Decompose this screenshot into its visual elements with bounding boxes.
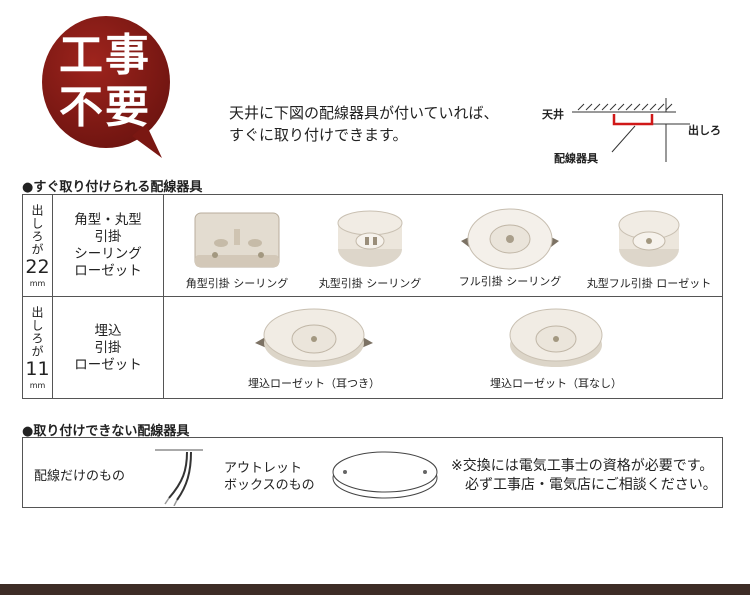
outlet-label-line-1: アウトレット [224, 461, 303, 476]
intro-line-1: 天井に下図の配線器具が付いていれば、 [229, 104, 499, 122]
wire-only-label: 配線だけのもの [34, 469, 126, 484]
offset-unit: mm [29, 278, 46, 288]
offset-label: 出しろが [30, 306, 44, 358]
round-full-rosette-icon [618, 210, 680, 267]
badge-line-1: 工事 [59, 30, 151, 81]
full-ceiling-fixture-icon [461, 208, 559, 270]
speech-bubble-shape [42, 16, 170, 158]
intro-line-2: すぐに取り付けできます。 [229, 126, 408, 144]
fixture-caption: 丸型引掛 シーリング [318, 277, 422, 290]
type-line: シーリング [74, 245, 142, 262]
electrician-notice: ※交換には電気工事士の資格が必要です。 必ず工事店・電気店にご相談ください。 [451, 457, 717, 495]
outlet-box-icon [332, 451, 438, 499]
fixture-caption: 角型引掛 シーリング [185, 277, 289, 290]
offset-value: 22 [25, 255, 50, 278]
square-ceiling-fixture-item: 角型引掛 シーリング [186, 209, 288, 290]
fixture-type-cell: 角型・丸型 引掛 シーリング ローゼット [53, 195, 164, 296]
square-ceiling-fixture-icon [194, 212, 280, 268]
full-ceiling-fixture-item: フル引掛 シーリング [455, 203, 565, 288]
offset-11mm-cell: 出しろが 11 mm [23, 297, 53, 399]
embedded-rosette-no-ears-icon [509, 308, 603, 367]
diagram-fixture-label: 配線器具 [554, 152, 598, 165]
type-line: 引掛 [94, 228, 122, 245]
outlet-label-line-2: ボックスのもの [224, 478, 315, 493]
construction-not-required-badge: 工事 不要 [40, 8, 180, 158]
badge-line-2: 不要 [59, 82, 151, 133]
notice-line-1: ※交換には電気工事士の資格が必要です。 [451, 458, 714, 474]
embedded-rosette-with-ears-item: 埋込ローゼット（耳つき） [248, 301, 380, 390]
fixture-caption: 埋込ローゼット（耳なし） [490, 377, 622, 390]
embedded-rosette-no-ears-item: 埋込ローゼット（耳なし） [490, 301, 622, 390]
footer-bar [0, 584, 750, 595]
offset-diagram: 天井 出しろ 配線器具 [540, 90, 740, 170]
offset-label: 出しろが [30, 203, 44, 256]
offset-diagram-drawing [572, 98, 690, 162]
type-line: 引掛 [94, 339, 122, 356]
intro-text: 天井に下図の配線器具が付いていれば、 すぐに取り付けできます。 [229, 102, 499, 146]
fixture-caption: 丸型フル引掛 ローゼット [586, 277, 712, 290]
offset-unit: mm [29, 381, 46, 390]
fixture-caption: フル引掛 シーリング [458, 275, 562, 288]
table-row-11mm: 出しろが 11 mm 埋込 引掛 ローゼット 埋込ローゼット（耳つき） [23, 297, 722, 399]
round-ceiling-fixture-icon [337, 210, 403, 267]
not-installable-box: 配線だけのもの アウトレット ボックスのもの ※交換には電気工事士の資格が必要で… [22, 437, 723, 508]
type-line: ローゼット [74, 356, 142, 373]
offset-value: 11 [25, 358, 50, 380]
embedded-rosette-with-ears-icon [255, 308, 373, 367]
notice-line-2: 必ず工事店・電気店にご相談ください。 [465, 477, 717, 493]
section-not-installable-title: ●取り付けできない配線器具 [22, 424, 190, 439]
table-row-22mm: 出しろが 22 mm 角型・丸型 引掛 シーリング ローゼット 角型引掛 シーリ… [23, 195, 722, 297]
bare-wire-icon [155, 449, 203, 506]
diagram-ceiling-label: 天井 [542, 108, 564, 121]
fixture-caption: 埋込ローゼット（耳つき） [248, 377, 380, 390]
type-line: 埋込 [94, 322, 122, 339]
round-full-rosette-item: 丸型フル引掛 ローゼット [587, 205, 711, 290]
outlet-box-label: アウトレット ボックスのもの [224, 460, 315, 494]
type-line: ローゼット [74, 262, 142, 279]
round-ceiling-fixture-item: 丸型引掛 シーリング [319, 209, 421, 290]
fixture-type-cell: 埋込 引掛 ローゼット [53, 297, 164, 399]
offset-22mm-cell: 出しろが 22 mm [23, 195, 53, 296]
diagram-offset-label: 出しろ [688, 124, 721, 137]
type-line: 角型・丸型 [74, 211, 142, 228]
section-installable-title: ●すぐ取り付けられる配線器具 [22, 180, 203, 195]
installable-fixtures-table: 出しろが 22 mm 角型・丸型 引掛 シーリング ローゼット 角型引掛 シーリ… [22, 194, 723, 399]
